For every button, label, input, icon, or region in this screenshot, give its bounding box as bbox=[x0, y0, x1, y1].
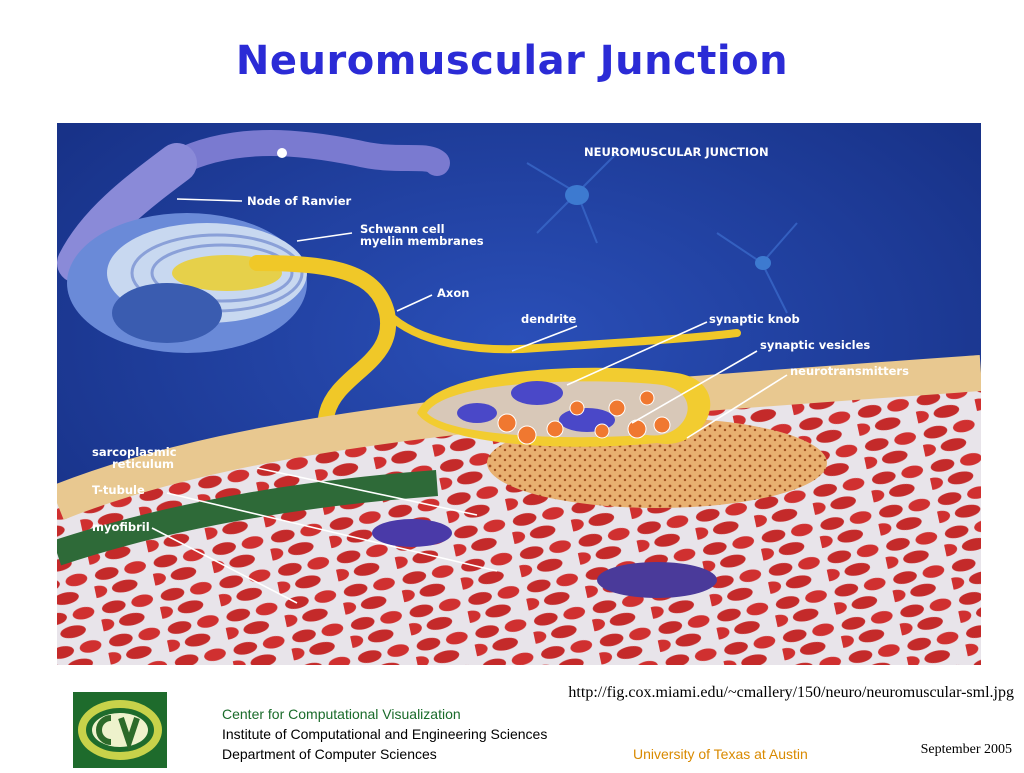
label-myelin-membranes: myelin membranes bbox=[360, 234, 484, 248]
footer-university: University of Texas at Austin bbox=[633, 746, 808, 762]
label-synaptic-knob: synaptic knob bbox=[709, 312, 800, 326]
figure-heading: NEUROMUSCULAR JUNCTION bbox=[584, 145, 769, 159]
leader-lines bbox=[151, 198, 788, 604]
neuromuscular-junction-illustration: NEUROMUSCULAR JUNCTION Node of Ranvier S… bbox=[57, 123, 981, 665]
label-axon: Axon bbox=[437, 286, 469, 300]
logo-icon bbox=[78, 700, 162, 760]
synaptic-vesicles bbox=[497, 390, 671, 445]
neuron-body bbox=[755, 256, 771, 270]
label-myofibril: myofibril bbox=[92, 520, 150, 534]
slide-date: September 2005 bbox=[920, 742, 1012, 757]
label-sarcoplasmic: sarcoplasmic bbox=[92, 445, 177, 459]
label-schwann-cell: Schwann cell bbox=[360, 222, 445, 236]
background-neuron bbox=[526, 152, 798, 314]
footer-institute-name: Institute of Computational and Engineeri… bbox=[222, 726, 548, 742]
neuron-body bbox=[565, 185, 589, 205]
label-reticulum: reticulum bbox=[112, 457, 174, 471]
label-neurotransmitters: neurotransmitters bbox=[790, 364, 909, 378]
illustration-svg: NEUROMUSCULAR JUNCTION Node of Ranvier S… bbox=[57, 123, 981, 665]
footer-department-name: Department of Computer Sciences bbox=[222, 746, 437, 762]
label-node-of-ranvier: Node of Ranvier bbox=[247, 194, 352, 208]
label-dendrite: dendrite bbox=[521, 312, 577, 326]
label-synaptic-vesicles: synaptic vesicles bbox=[760, 338, 870, 352]
slide-title: Neuromuscular Junction bbox=[235, 38, 789, 84]
label-t-tubule: T-tubule bbox=[92, 483, 145, 497]
footer-center-name: Center for Computational Visualization bbox=[222, 706, 461, 722]
ccv-logo bbox=[73, 692, 167, 768]
image-source-url: http://fig.cox.miami.edu/~cmallery/150/n… bbox=[568, 684, 1014, 701]
myelinated-axon bbox=[57, 130, 450, 353]
